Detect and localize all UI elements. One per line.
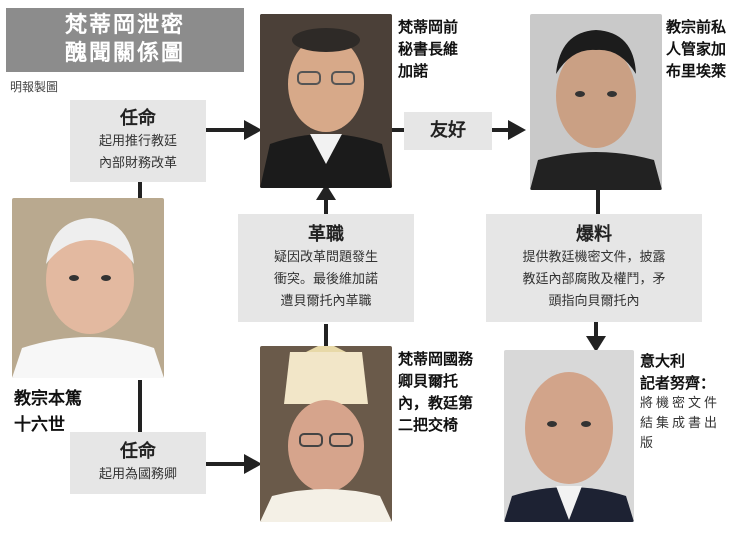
gabriele-caption-3: 布里埃萊 <box>666 62 727 80</box>
leak-heading: 爆料 <box>576 224 612 245</box>
bertone-caption-3: 內，教廷第 <box>398 394 474 412</box>
dismiss-arrow <box>316 184 336 214</box>
title-line-2: 醜聞關係圖 <box>64 41 185 66</box>
gabriele-caption: 教宗前私 人管家加 布里埃萊 <box>666 16 726 82</box>
nuzzi-sub-3: 版 <box>640 436 657 451</box>
gabriele-caption-1: 教宗前私 <box>666 18 727 36</box>
nuzzi-caption-2: 記者努齊： <box>640 374 716 392</box>
bertone-caption-1: 梵蒂岡國務 <box>398 350 474 368</box>
bertone-caption-2: 卿貝爾托 <box>398 372 459 390</box>
dismiss-text-2: 衝突。最後維加諾 <box>273 272 378 287</box>
bertone-to-dismiss-line <box>324 324 328 348</box>
appoint1-text-1: 起用推行教廷 <box>98 134 177 149</box>
appoint1-text-2: 內部財務改革 <box>98 156 177 171</box>
bertone-caption-4: 二把交椅 <box>398 416 459 434</box>
leak-arrow <box>586 322 606 352</box>
credit-text: 明報製圖 <box>10 80 59 94</box>
appoint2-box: 任命 起用為國務卿 <box>70 432 206 494</box>
dismiss-box: 革職 疑因改革問題發生 衝突。最後維加諾 遭貝爾托內革職 <box>238 214 414 322</box>
vigano-caption-3: 加諾 <box>398 62 429 80</box>
pope-caption-1: 教宗本篤 <box>14 389 82 409</box>
pope-to-appoint2-line <box>138 380 142 432</box>
vigano-caption-2: 秘書長維 <box>398 40 459 58</box>
vigano-photo <box>260 14 392 188</box>
appoint1-heading: 任命 <box>120 108 156 129</box>
pope-to-appoint1-line <box>138 180 142 202</box>
title-line-1: 梵蒂岡泄密 <box>64 13 185 38</box>
leak-text-3: 頭指向貝爾托內 <box>548 294 640 309</box>
leak-box: 爆料 提供教廷機密文件，披露 教廷內部腐敗及權鬥，矛 頭指向貝爾托內 <box>486 214 702 322</box>
nuzzi-sub-1: 將機密文件 <box>640 396 721 411</box>
vigano-caption: 梵蒂岡前 秘書長維 加諾 <box>398 16 458 82</box>
nuzzi-photo <box>504 350 634 522</box>
vigano-caption-1: 梵蒂岡前 <box>398 18 459 36</box>
appoint2-text-1: 起用為國務卿 <box>98 467 177 482</box>
nuzzi-sub-2: 結集成書出 <box>640 416 721 431</box>
leak-text-1: 提供教廷機密文件，披露 <box>522 250 666 265</box>
friendly-box: 友好 <box>404 112 492 150</box>
dismiss-text-3: 遭貝爾托內革職 <box>280 294 372 309</box>
nuzzi-caption-1: 意大利 <box>640 352 686 370</box>
diagram-title: 梵蒂岡泄密 醜聞關係圖 <box>6 8 244 72</box>
appoint2-heading: 任命 <box>120 441 156 462</box>
bertone-photo <box>260 346 392 522</box>
gabriele-caption-2: 人管家加 <box>666 40 727 58</box>
appoint2-arrow <box>204 454 262 474</box>
dismiss-heading: 革職 <box>308 224 344 245</box>
leak-text-2: 教廷內部腐敗及權鬥，矛 <box>522 272 666 287</box>
bertone-caption: 梵蒂岡國務 卿貝爾托 內，教廷第 二把交椅 <box>398 348 473 436</box>
appoint1-box: 任命 起用推行教廷 內部財務改革 <box>70 100 206 182</box>
pope-caption: 教宗本篤 十六世 <box>14 386 82 438</box>
friendly-heading: 友好 <box>430 120 466 141</box>
appoint1-arrow <box>204 120 262 140</box>
gabriele-photo <box>530 14 662 190</box>
gabriele-to-leak-line <box>596 190 600 214</box>
dismiss-text-1: 疑因改革問題發生 <box>273 250 378 265</box>
nuzzi-caption: 意大利 記者努齊： 將機密文件 結集成書出 版 <box>640 350 720 454</box>
pope-caption-2: 十六世 <box>14 415 65 435</box>
pope-photo <box>12 198 164 378</box>
